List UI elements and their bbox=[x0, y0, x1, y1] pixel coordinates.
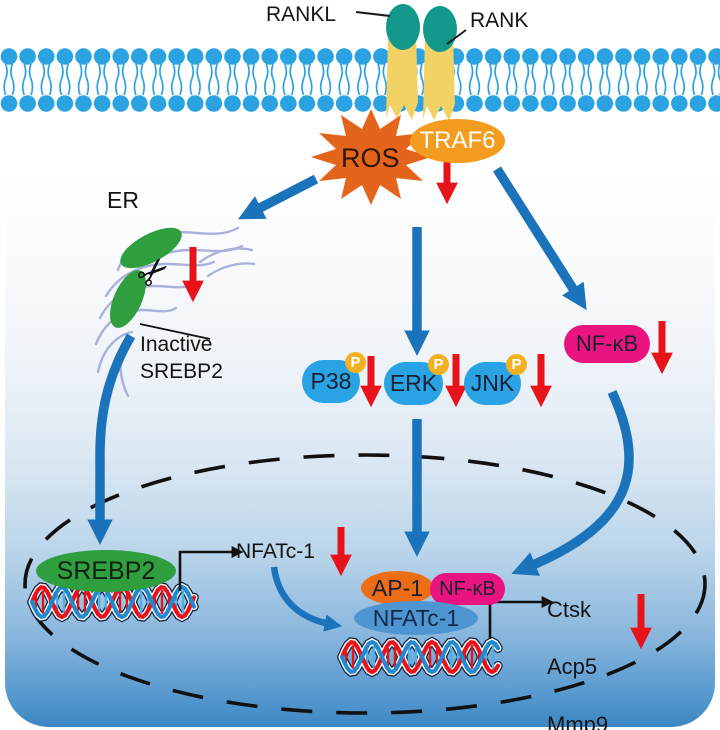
phospho-badge-erk: P bbox=[428, 354, 449, 375]
inactive-srebp2-protein bbox=[110, 227, 211, 340]
erk-node: ERK P bbox=[384, 354, 449, 405]
rank-label: RANK bbox=[470, 9, 529, 32]
nfatc1-text-label: NFATc-1 bbox=[236, 540, 315, 563]
srebp2-nuclear-node: SREBP2 bbox=[36, 550, 176, 592]
traf6-node: TRAF6 bbox=[410, 119, 505, 163]
dna-helix-srebp2 bbox=[27, 581, 199, 623]
arrow-nfatc1-to-complex bbox=[270, 566, 343, 632]
nfatc1-complex-node: NFATc-1 bbox=[354, 601, 478, 635]
rank-receptor-icon bbox=[355, 4, 467, 121]
arrow-nfkb-to-complex bbox=[511, 390, 634, 576]
nfkb-complex-node: NF-κB bbox=[430, 573, 505, 605]
phospho-badge-jnk: P bbox=[506, 354, 527, 375]
arrow-traf6-to-nfkb bbox=[492, 166, 587, 311]
rankl-label: RANKL bbox=[266, 3, 337, 26]
ros-label: ROS bbox=[341, 143, 400, 173]
erk-label: ERK bbox=[389, 370, 438, 396]
ap1-node: AP-1 bbox=[361, 571, 434, 605]
p38-label: P38 bbox=[310, 368, 352, 394]
transcription-arrow-complex bbox=[488, 596, 554, 639]
gene-mmp9: Mmp9 bbox=[547, 711, 609, 730]
signal-arrows bbox=[87, 166, 634, 632]
nucleus-dashed-boundary bbox=[23, 453, 707, 715]
jnk-node: JNK P bbox=[464, 354, 527, 405]
arrow-ros-to-er bbox=[238, 174, 319, 220]
jnk-label: JNK bbox=[470, 370, 515, 396]
er-label: ER bbox=[107, 187, 139, 213]
inactive-srebp2-label: Inactive SREBP2 bbox=[140, 333, 223, 384]
transcription-arrow-srebp2 bbox=[178, 546, 244, 591]
gene-ctsk: Ctsk bbox=[547, 596, 591, 622]
dna-helix-complex bbox=[337, 636, 503, 678]
gene-acp5: Acp5 bbox=[547, 654, 598, 680]
ros-starburst bbox=[311, 109, 431, 205]
phospho-badge-p38: P bbox=[345, 352, 366, 373]
p38-node: P38 P bbox=[302, 352, 366, 403]
arrow-er-to-nucleus bbox=[87, 333, 136, 545]
lipid-bilayer-membrane bbox=[0, 48, 720, 112]
target-gene-list: Ctsk Acp5 Mmp9 ..... bbox=[547, 566, 608, 730]
nfkb-node: NF-κB bbox=[564, 325, 650, 363]
downregulation-arrows bbox=[182, 152, 673, 650]
